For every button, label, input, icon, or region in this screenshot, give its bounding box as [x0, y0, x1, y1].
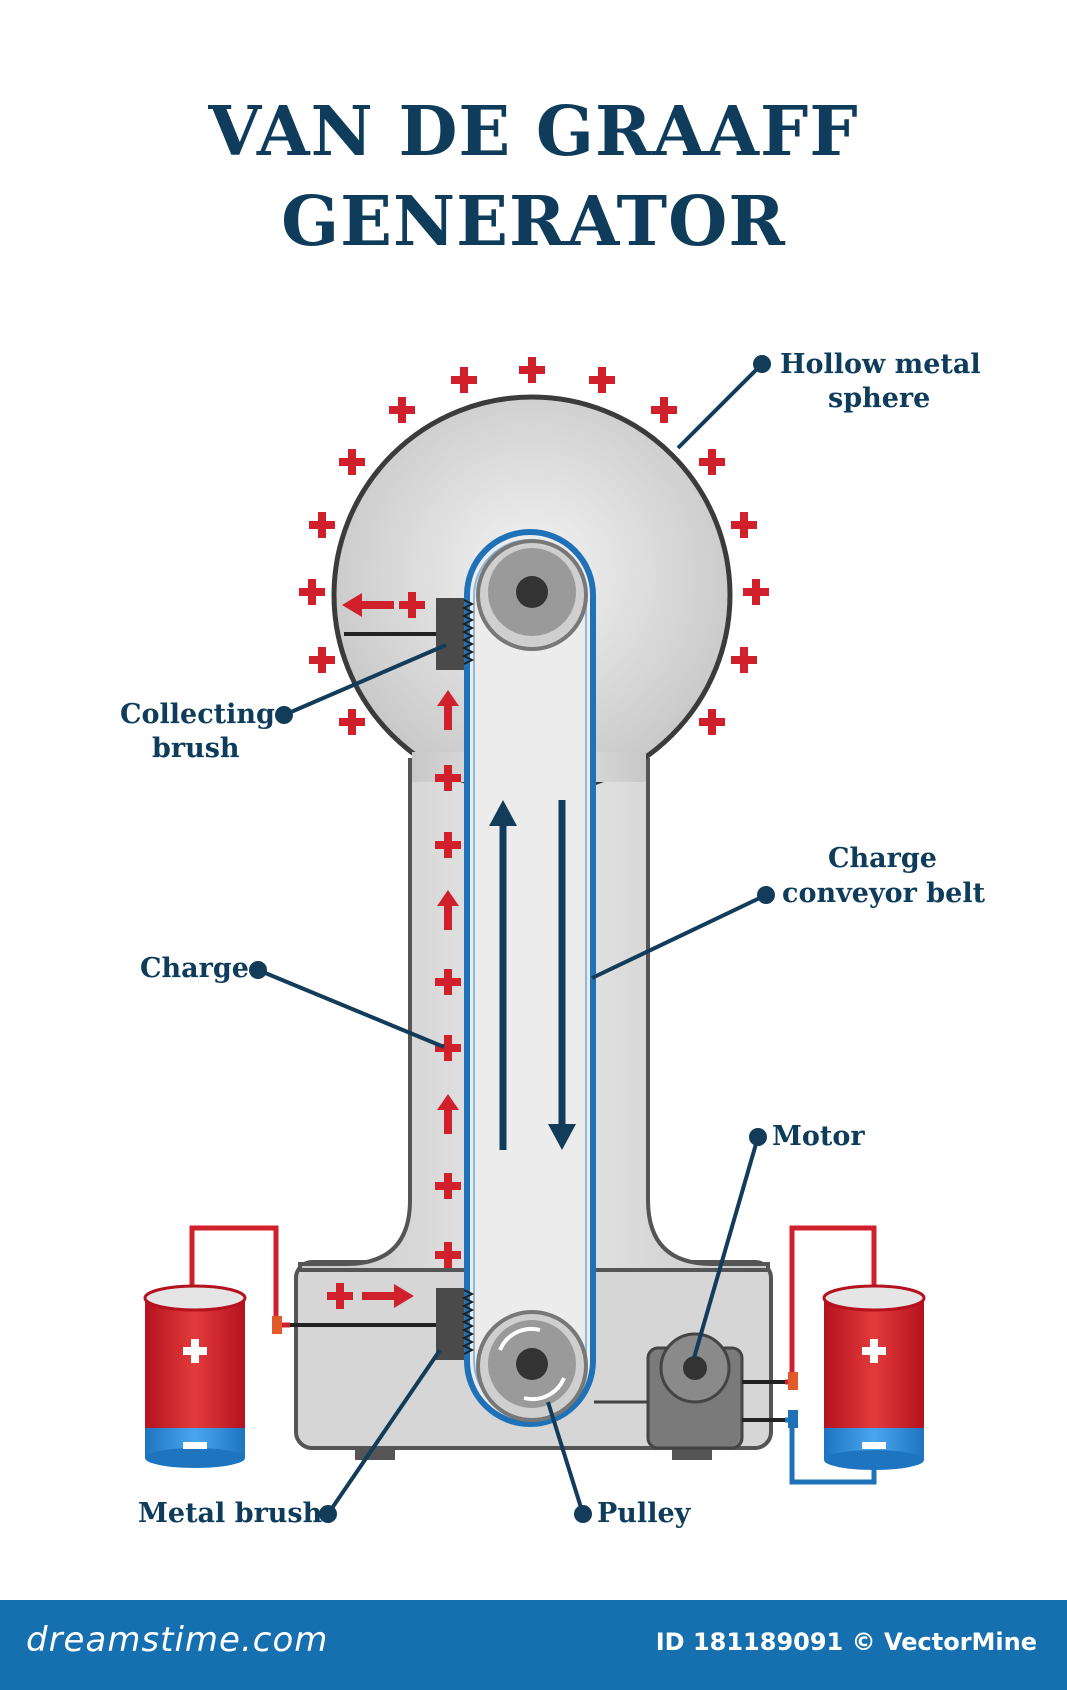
label-pulley: Pulley: [597, 1498, 691, 1529]
deposited-charge: [327, 1283, 414, 1309]
label-collecting-brush-line-1: Collecting: [120, 699, 275, 730]
page-title-line-2: GENERATOR: [281, 182, 786, 262]
label-leader-lines: [249, 355, 775, 1523]
label-metal-brush: Metal brush: [138, 1498, 323, 1529]
metal-brush: [290, 1288, 475, 1360]
footer-credit: ID 181189091 © VectorMine: [655, 1628, 1037, 1656]
upper-pulley: [476, 539, 588, 651]
charge-conveyor-belt: [464, 529, 596, 1427]
right-battery: [785, 1225, 926, 1485]
charges-on-belt: [435, 690, 461, 1268]
label-charge-conveyor-belt-line-2: conveyor belt: [782, 878, 986, 909]
sphere-surface-charges: [299, 357, 769, 735]
label-motor: Motor: [772, 1121, 865, 1152]
belt-direction-arrows: [489, 800, 576, 1150]
collected-charge: [342, 592, 425, 618]
pulley: [476, 1310, 588, 1422]
label-charge-conveyor-belt-line-1: Charge: [828, 843, 937, 874]
footer-bar: dreamstime.com ID 181189091 © VectorMine: [0, 1600, 1067, 1690]
collecting-brush: [344, 598, 475, 670]
label-collecting-brush-line-2: brush: [152, 733, 240, 764]
footer-brand[interactable]: dreamstime.com: [26, 1620, 329, 1660]
label-hollow-metal-sphere-line-1: Hollow metal: [780, 349, 981, 380]
van-de-graaff-diagram: [143, 355, 926, 1523]
motor: [594, 1332, 785, 1450]
page-title-line-1: VAN DE GRAAFF: [208, 92, 859, 172]
label-hollow-metal-sphere-line-2: sphere: [828, 383, 931, 414]
left-battery: [143, 1225, 290, 1468]
label-charge: Charge: [140, 953, 249, 984]
